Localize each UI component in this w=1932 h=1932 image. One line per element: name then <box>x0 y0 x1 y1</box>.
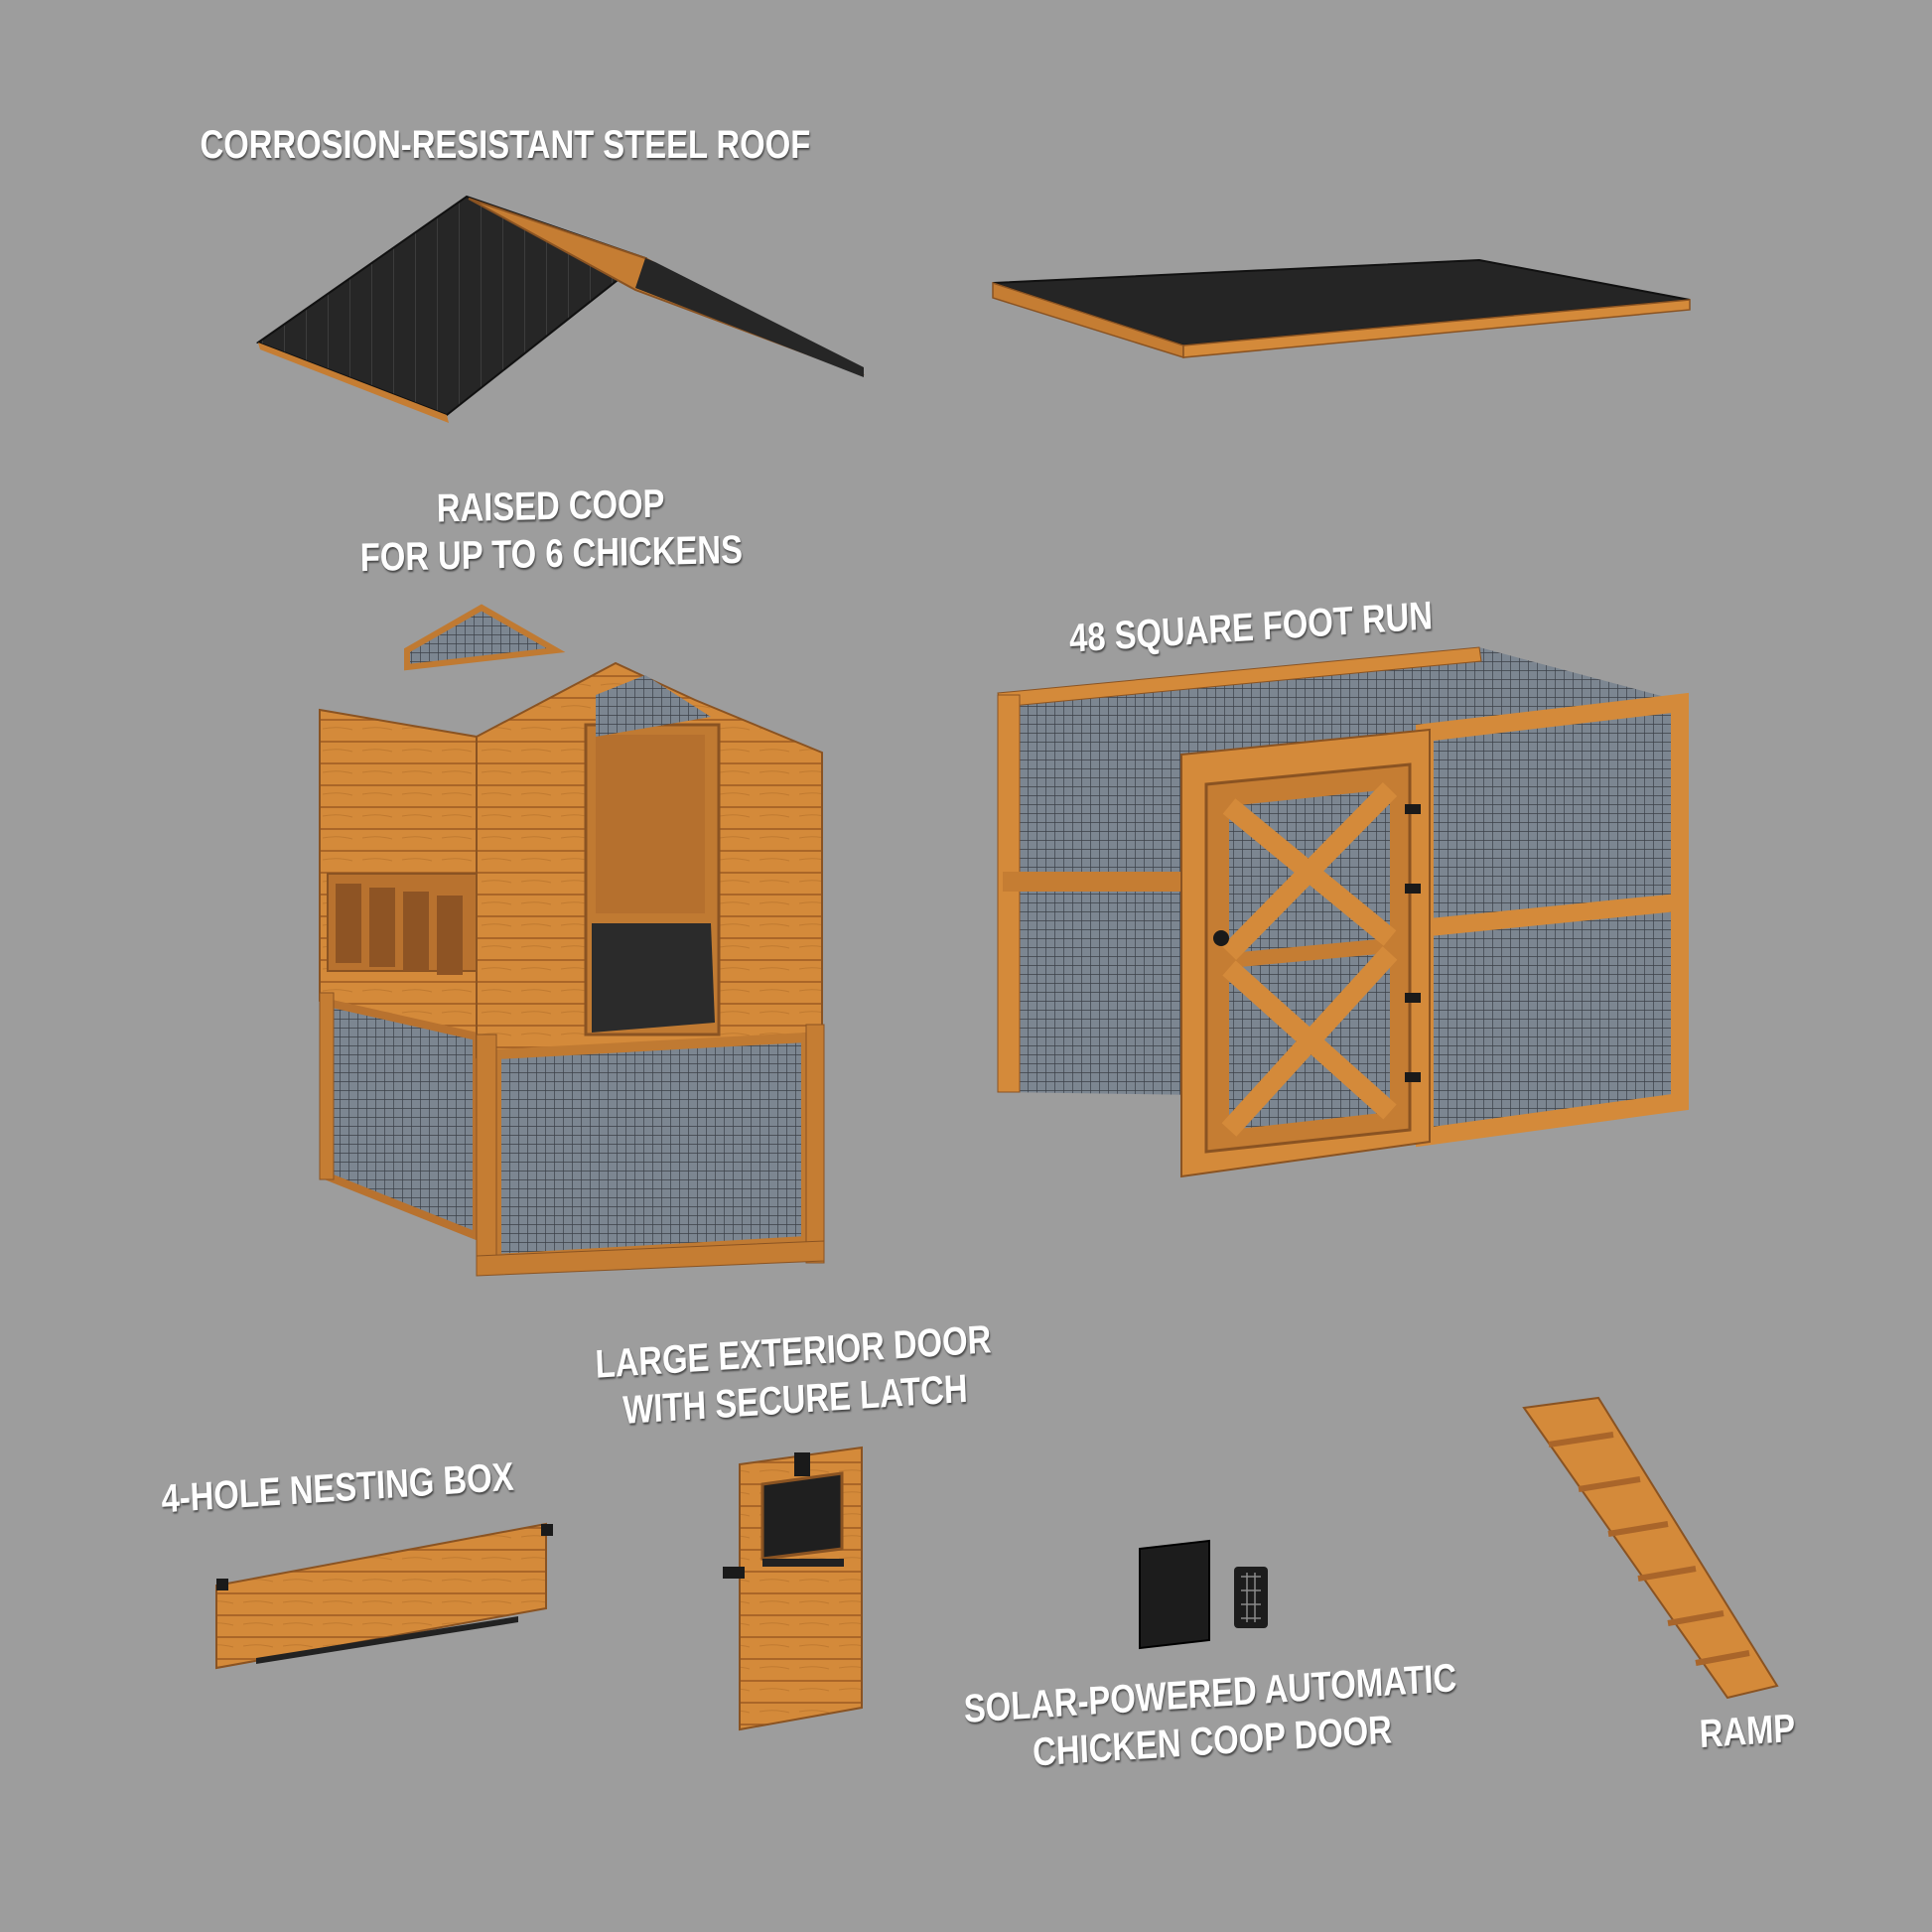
exterior-door <box>723 1446 863 1731</box>
nesting-box <box>215 1522 553 1670</box>
coop-label: RAISED COOP FOR UP TO 6 CHICKENS <box>346 479 755 583</box>
run-enclosure <box>997 646 1689 1178</box>
raised-coop <box>319 604 825 1277</box>
ramp-label-text: RAMP <box>1698 1706 1797 1757</box>
gable-roof <box>255 195 865 423</box>
coop-label-line2: FOR UP TO 6 CHICKENS <box>359 527 744 581</box>
ramp-label: RAMP <box>1681 1704 1813 1759</box>
roof-label: CORROSION-RESISTANT STEEL ROOF <box>200 121 811 169</box>
flat-run-roof <box>992 258 1691 359</box>
ramp <box>1522 1396 1779 1700</box>
roof-label-text: CORROSION-RESISTANT STEEL ROOF <box>200 123 811 167</box>
coop-label-line1: RAISED COOP <box>436 482 665 531</box>
solar-coop-door <box>1139 1539 1268 1650</box>
